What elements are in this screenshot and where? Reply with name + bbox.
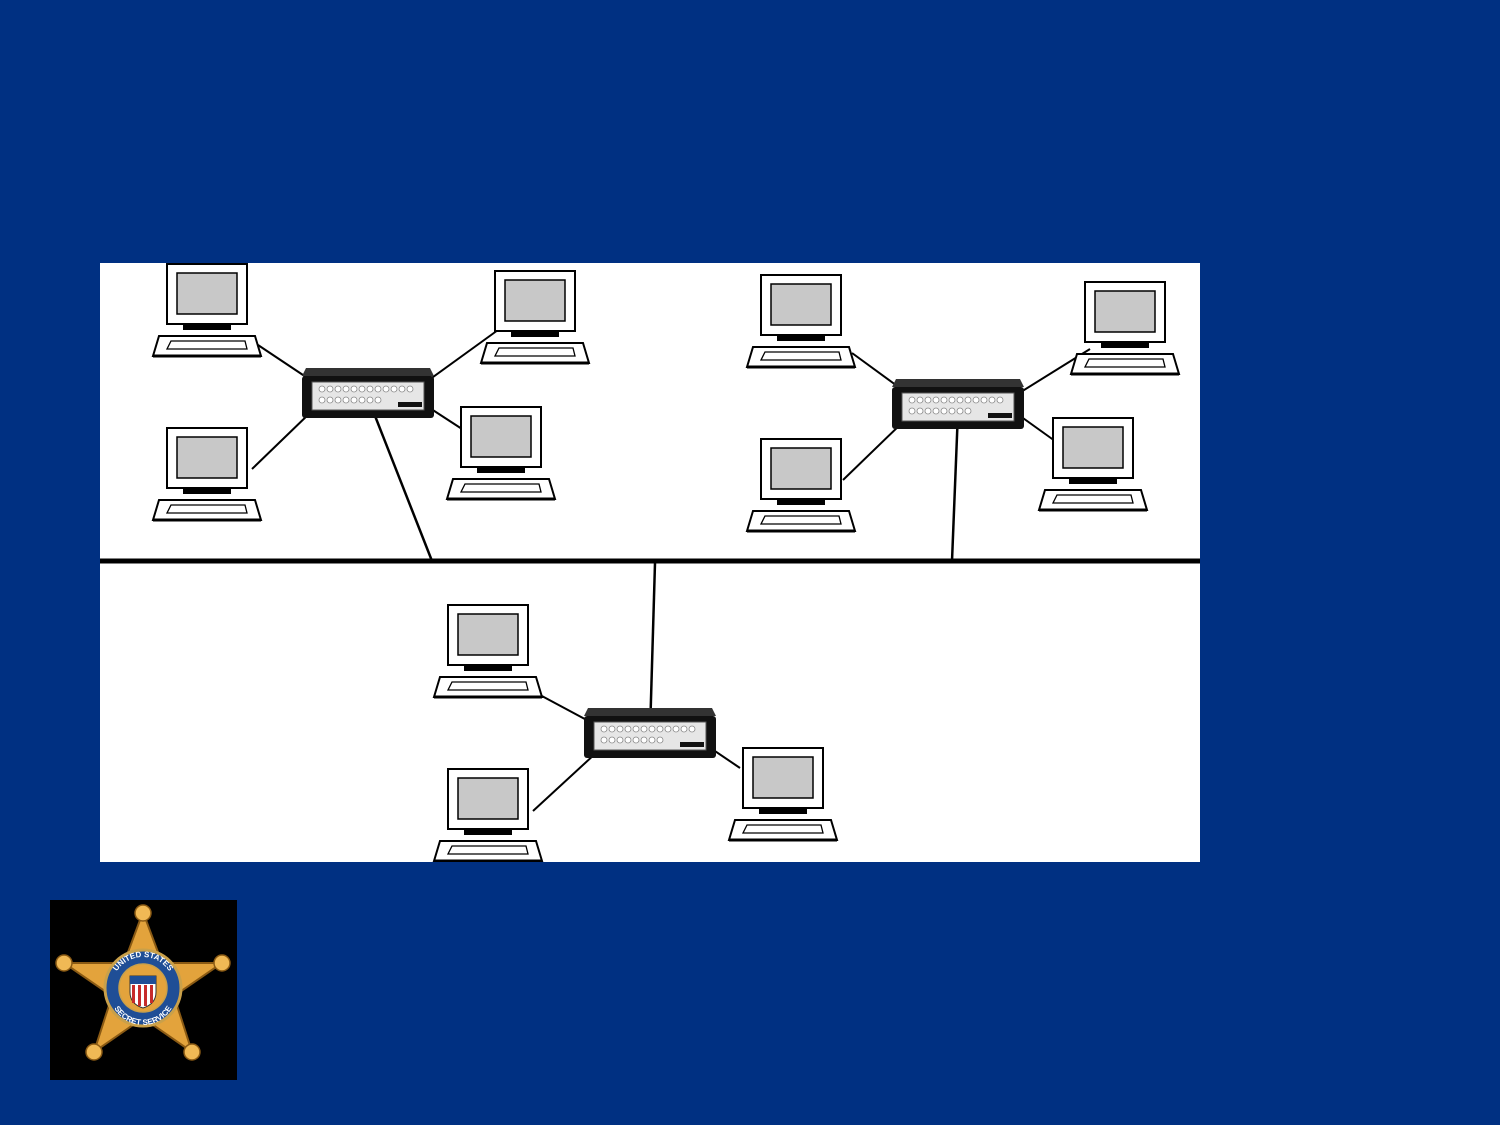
drop-line-left (366, 397, 434, 562)
computer-right-1 (745, 273, 857, 369)
drop-line-bottom (648, 562, 657, 734)
hub-bottom (583, 707, 717, 759)
network-diagram (100, 263, 1200, 862)
computer-right-4 (1037, 416, 1149, 512)
hub-left (301, 367, 435, 419)
computer-right-2 (745, 437, 857, 533)
computer-left-3 (479, 269, 591, 365)
computer-bottom-1 (432, 603, 544, 699)
computer-left-1 (151, 263, 263, 358)
computer-left-4 (445, 405, 557, 501)
drop-line-right (950, 410, 960, 562)
computer-bottom-3 (727, 746, 839, 842)
computer-bottom-2 (432, 767, 544, 862)
secret-service-badge-logo: UNITED STATES SECRET SERVICE (50, 900, 237, 1080)
computer-left-2 (151, 426, 263, 522)
computer-right-3 (1069, 280, 1181, 376)
hub-right (891, 378, 1025, 430)
